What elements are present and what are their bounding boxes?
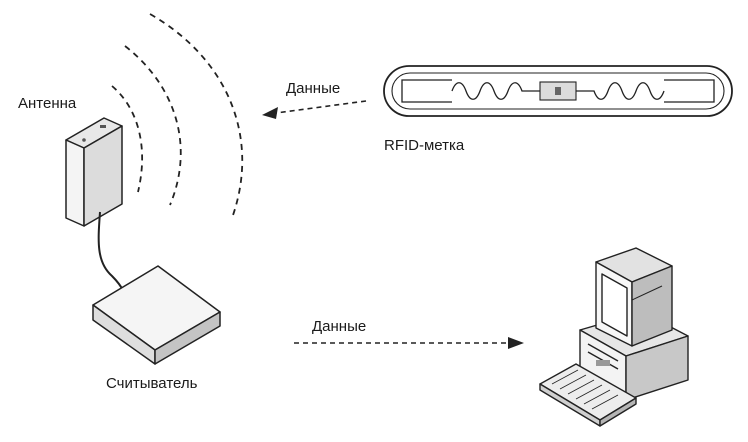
antenna-icon bbox=[65, 117, 123, 227]
rfid-tag-icon bbox=[383, 65, 733, 117]
computer-icon bbox=[539, 247, 689, 427]
antenna-label: Антенна bbox=[18, 95, 77, 112]
antenna-cable bbox=[97, 211, 125, 293]
wave-arc-inner bbox=[111, 85, 144, 193]
reader-label: Считыватель bbox=[106, 375, 198, 392]
arrow-data-to-computer bbox=[294, 337, 524, 349]
arrow-data-from-tag bbox=[262, 100, 367, 119]
tag-coil bbox=[401, 79, 715, 103]
wave-arc-middle bbox=[124, 45, 182, 206]
rfid-tag-label: RFID-метка bbox=[384, 137, 465, 154]
reader-box-icon bbox=[92, 265, 221, 365]
keyboard-icon bbox=[539, 363, 637, 427]
data-from-tag-label: Данные bbox=[286, 80, 341, 97]
wave-arc-outer bbox=[149, 13, 244, 219]
radio-waves bbox=[111, 13, 244, 219]
data-to-computer-label: Данные bbox=[312, 318, 367, 335]
